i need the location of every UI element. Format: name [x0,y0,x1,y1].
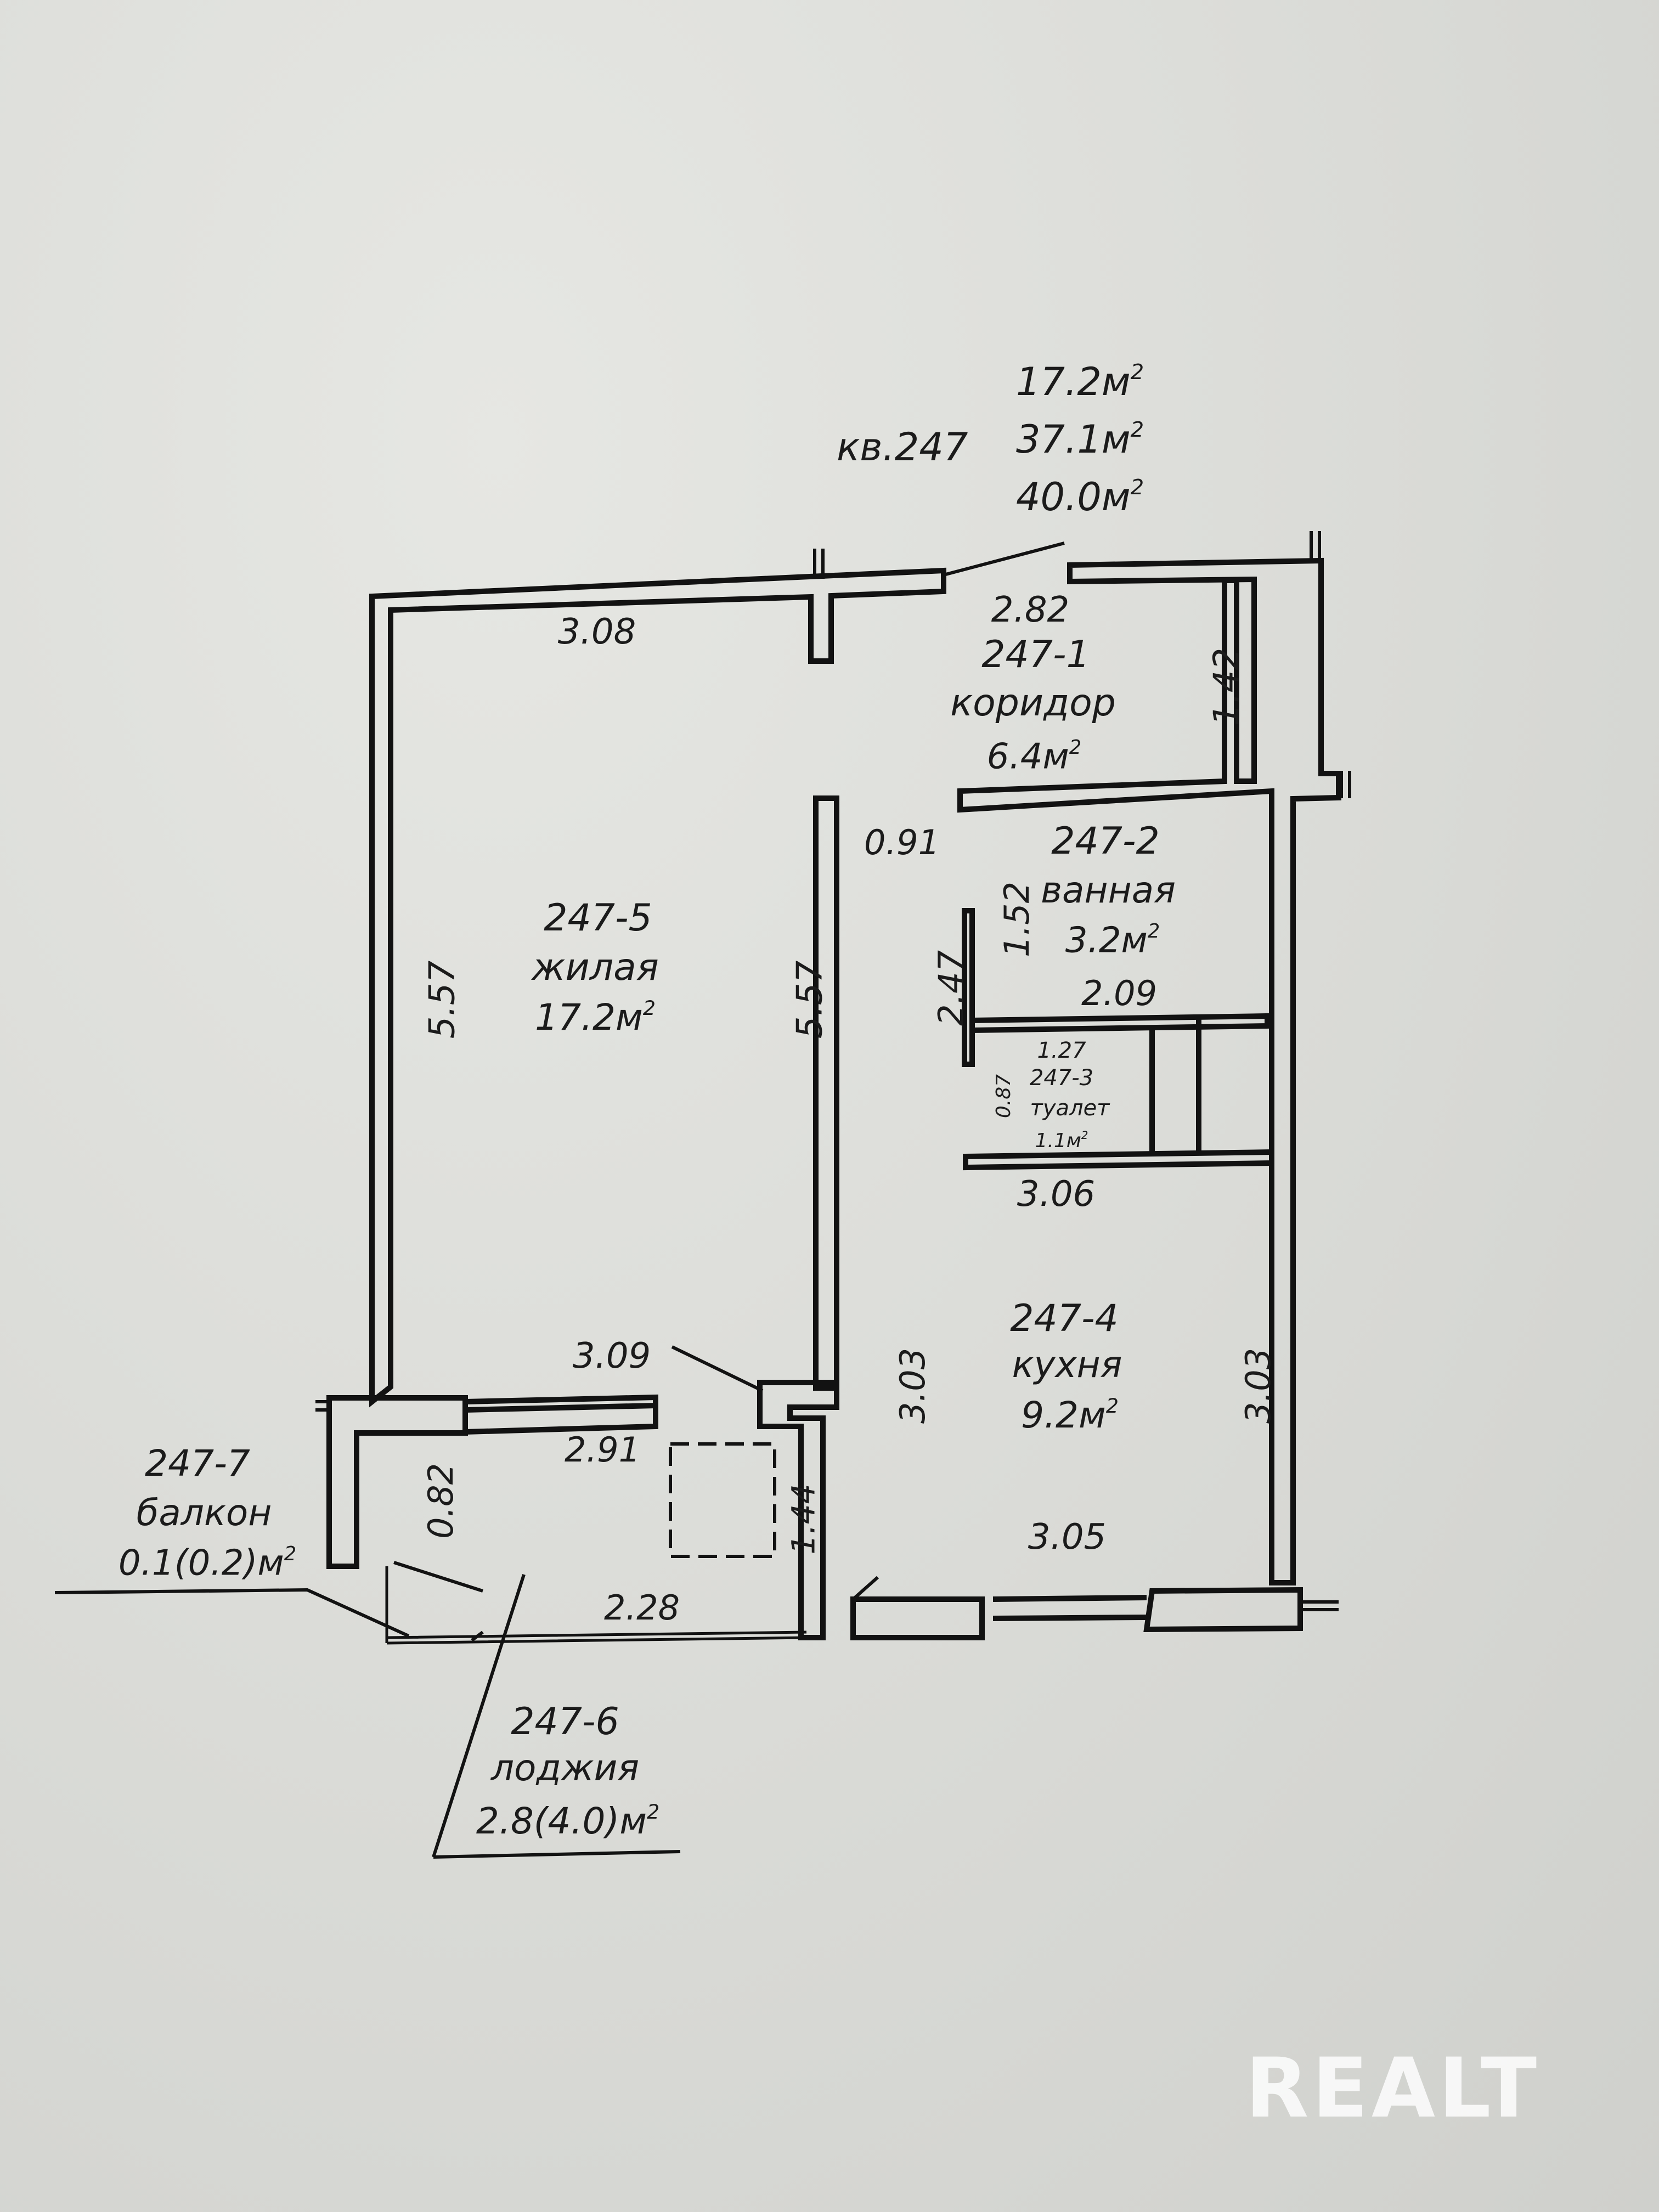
balcony-name: балкон [136,1492,272,1534]
loggia-area: 2.8(4.0)м2 [476,1800,660,1843]
kitchen-area: 9.2м2 [1021,1394,1119,1437]
kitchen-name: кухня [1012,1344,1122,1386]
kitchen-id: 247-4 [1010,1297,1119,1340]
dim-bath-width: 2.09 [1081,973,1158,1013]
realt-logo-watermark: REALT [1245,2041,1541,2136]
balcony-area: 0.1(0.2)м2 [118,1543,297,1584]
dim-kitchen-right: 3.03 [1238,1347,1279,1424]
loggia-front-glass [386,1630,807,1645]
dim-living-bottom: 3.09 [572,1336,651,1376]
tick-top-1 [813,549,825,579]
wall-partition [813,795,839,1391]
window-kitchen [992,1595,1147,1621]
bathroom-name: ванная [1041,869,1176,911]
leader-loggia [432,1574,681,1859]
dim-living-right: 5.57 [789,960,831,1039]
area-gross: 40.0м2 [1016,474,1144,520]
appliance-box [669,1442,776,1558]
wall-living-outer [369,567,946,1408]
dim-loggia-right: 1.44 [785,1483,822,1555]
wall-bath-door [962,908,975,1067]
dim-bath-door: 1.52 [997,881,1037,958]
door-loggia [393,1561,483,1593]
dim-kitchen-left: 3.03 [893,1347,933,1424]
wall-toilet-shaft [1149,1019,1274,1153]
bathroom-id: 247-2 [1051,820,1160,863]
dim-kitchen-bottom: 3.05 [1028,1517,1107,1558]
wall-kitchen-bottom [850,1596,985,1640]
wall-corridor-top [957,557,1341,1585]
kitchen-door [852,1576,879,1601]
dim-living-top: 3.08 [557,612,636,652]
tick-right [1340,771,1351,798]
corridor-name: коридор [950,681,1116,725]
dim-corridor-side: 1.42 [1206,647,1248,726]
dim-loggia-side: 0.82 [421,1463,461,1539]
bathroom-area: 3.2м2 [1065,920,1160,961]
tick-left [315,1400,332,1412]
area-living-total: 17.2м2 [1016,359,1144,404]
living-id: 247-5 [544,896,652,940]
balcony-id: 247-7 [145,1442,250,1485]
loggia-name: лоджия [490,1747,640,1789]
wall-loggia-left [326,1395,468,1569]
dim-living-left: 5.57 [422,960,463,1039]
toilet-name: туалет [1030,1096,1110,1121]
unit-label: кв.247 [837,425,968,470]
dim-corridor-top: 2.82 [991,590,1070,630]
dim-loggia-bottom: 2.28 [603,1588,680,1628]
area-total: 37.1м2 [1016,416,1144,462]
corridor-id: 247-1 [981,633,1090,676]
wall-toilet-bottom [963,1149,1274,1171]
toilet-area: 1.1м2 [1035,1129,1088,1152]
dim-toilet-width: 1.27 [1037,1038,1086,1063]
door-loggia-2 [471,1630,484,1642]
tick-right-bottom [1300,1600,1339,1611]
dim-kitchen-top: 3.06 [1017,1174,1096,1215]
toilet-id: 247-3 [1029,1065,1094,1091]
tick-top-2 [1310,531,1321,560]
dim-passage: 0.91 [864,822,940,862]
living-name: жилая [532,946,659,989]
window-living [465,1394,658,1435]
dim-toilet-height: 0.87 [992,1074,1015,1119]
leader-summary [943,541,1065,577]
dim-loggia-top: 2.91 [564,1430,641,1470]
corridor-area: 6.4м2 [986,736,1082,777]
wall-kitchen-bottom-right [1143,1587,1303,1633]
wall-bath-bottom [969,1013,1270,1034]
balcony-door [671,1345,764,1392]
loggia-id: 247-6 [511,1700,619,1743]
living-area: 17.2м2 [535,996,656,1039]
wall-loggia-right [757,1380,839,1640]
dim-bath-height: 2.47 [931,950,972,1026]
leader-balcony [54,1588,410,1638]
